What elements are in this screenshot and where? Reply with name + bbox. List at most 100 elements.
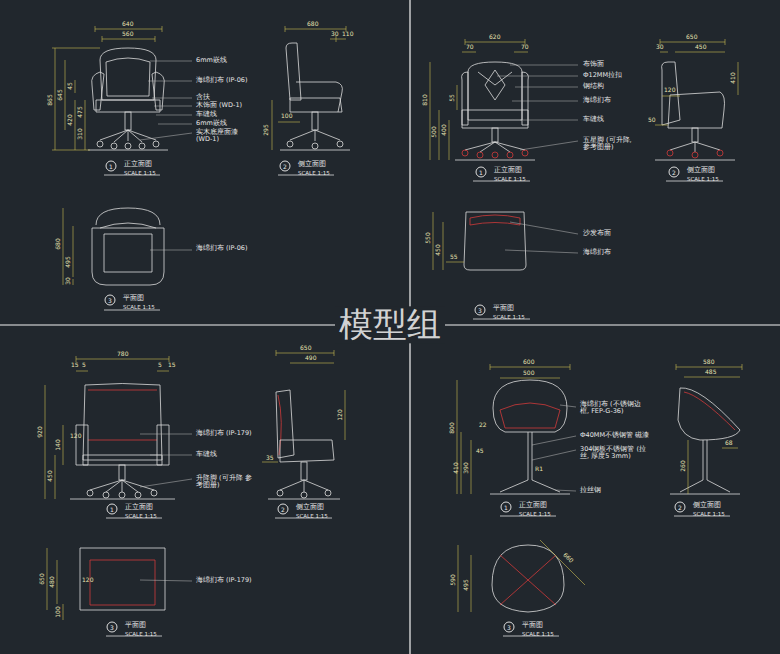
dimension: 70 bbox=[521, 44, 529, 51]
scale-text: SCALE 1:15 bbox=[693, 511, 725, 517]
dimension: 140 bbox=[55, 439, 62, 450]
dimension: 450 bbox=[47, 470, 54, 481]
view-number: 3 bbox=[105, 295, 116, 306]
dimension: 410 bbox=[730, 72, 737, 83]
dimension: 680 bbox=[307, 21, 318, 28]
dimension: 70 bbox=[466, 44, 474, 51]
callout-text: 沙发布面 bbox=[583, 230, 611, 237]
dimension: 100 bbox=[281, 113, 292, 120]
dimension: 5 bbox=[158, 362, 162, 369]
dimension: 550 bbox=[425, 232, 432, 243]
dimension: 100 bbox=[55, 606, 62, 617]
dimension: 650 bbox=[686, 34, 697, 41]
callout-text: 海绵扪布 (IP-06) bbox=[196, 77, 247, 84]
view-title: 侧立面图 bbox=[298, 161, 326, 169]
view-number: 2 bbox=[669, 167, 680, 178]
dimension: R1 bbox=[535, 466, 543, 473]
dimension: 120 bbox=[664, 87, 675, 94]
view-title: 正立面图 bbox=[494, 167, 522, 175]
dimension: 120 bbox=[70, 433, 81, 440]
callout-text: 车缝线 bbox=[583, 116, 604, 123]
dimension: 920 bbox=[37, 426, 44, 437]
callout-text: 海绵扪布 bbox=[583, 97, 611, 104]
scale-text: SCALE 1:15 bbox=[493, 314, 525, 320]
view-title: 平面图 bbox=[522, 622, 543, 630]
dimension: 110 bbox=[342, 31, 353, 38]
dimension: 495 bbox=[65, 256, 72, 267]
dimension: 400 bbox=[441, 124, 448, 135]
view-number: 1 bbox=[106, 161, 117, 172]
view-number: 1 bbox=[476, 167, 487, 178]
dimension: 450 bbox=[435, 244, 442, 255]
callout-text: 实木底座面漆 (WD-1) bbox=[196, 129, 256, 143]
dimension: 485 bbox=[705, 369, 716, 376]
callout-text: Ф40MM不锈钢管 磁漆 bbox=[580, 432, 660, 439]
dimension: 500 bbox=[431, 126, 438, 137]
dimension: 495 bbox=[463, 579, 470, 590]
dimension: 15 bbox=[168, 362, 176, 369]
callout-text: 6mm嵌线 bbox=[196, 120, 227, 127]
view-title: 侧立面图 bbox=[687, 167, 715, 175]
view-number: 1 bbox=[501, 502, 512, 513]
scale-text: SCALE 1:15 bbox=[296, 513, 328, 519]
dimension: 35 bbox=[266, 455, 274, 462]
dimension: 30 bbox=[656, 44, 664, 51]
dimension: 650 bbox=[39, 573, 46, 584]
view-title: 正立面图 bbox=[125, 504, 153, 512]
view-number: 2 bbox=[675, 502, 686, 513]
dimension: 22 bbox=[479, 422, 487, 429]
view-title: 侧立面图 bbox=[693, 502, 721, 510]
scale-text: SCALE 1:15 bbox=[124, 170, 156, 176]
dimension: 660 bbox=[562, 552, 575, 565]
view-title: 正立面图 bbox=[519, 502, 547, 510]
callout-text: 布饰面 bbox=[583, 61, 604, 68]
view-number: 3 bbox=[504, 622, 515, 633]
callout-text: 海绵扪布 (IP-179) bbox=[196, 577, 252, 584]
dimension: 310 bbox=[77, 128, 84, 139]
watermark: 模型组 bbox=[335, 306, 445, 343]
dimension: 620 bbox=[489, 34, 500, 41]
dimension: 55 bbox=[449, 94, 456, 102]
view-number: 3 bbox=[107, 622, 118, 633]
dimension: 390 bbox=[463, 462, 470, 473]
dimension: 15 bbox=[71, 362, 79, 369]
callout-text: 海绵扪布 (IP-06) bbox=[196, 245, 247, 252]
callout-text: 车缝线 bbox=[196, 111, 217, 118]
view-title: 平面图 bbox=[493, 305, 514, 313]
callout-text: Ф12MM拉扣 bbox=[583, 72, 622, 79]
callout-text: 拉丝钢 bbox=[580, 487, 601, 494]
callout-text: 304钢板不锈钢管 (拉丝, 厚度5 3mm) bbox=[580, 446, 650, 460]
dimension: 490 bbox=[305, 355, 316, 362]
dimension: 800 bbox=[449, 422, 456, 433]
dimension: 45 bbox=[476, 448, 484, 455]
dimension: 645 bbox=[57, 89, 64, 100]
dimension: 680 bbox=[55, 238, 62, 249]
callout-text: 海绵扪布 (IP-179) bbox=[196, 430, 252, 437]
dimension: 295 bbox=[263, 124, 270, 135]
callout-text: 含扶 bbox=[196, 94, 210, 101]
dimension: 650 bbox=[300, 345, 311, 352]
view-title: 平面图 bbox=[125, 622, 146, 630]
scale-text: SCALE 1:15 bbox=[125, 631, 157, 637]
dimension: 580 bbox=[703, 359, 714, 366]
dimension: 120 bbox=[82, 577, 93, 584]
view-number: 3 bbox=[475, 305, 486, 316]
scale-text: SCALE 1:15 bbox=[519, 511, 551, 517]
callout-text: 升降脚 (可升降 参考图册) bbox=[196, 475, 256, 489]
dimension: 30 bbox=[331, 31, 339, 38]
view-title: 正立面图 bbox=[124, 161, 152, 169]
dimension: 5 bbox=[82, 362, 86, 369]
dimension: 780 bbox=[117, 351, 128, 358]
dimension: 475 bbox=[77, 106, 84, 117]
callout-text: 木饰面 (WD-1) bbox=[196, 102, 242, 109]
callout-text: 海绵扪布 (不锈钢边框, FEP-G-36) bbox=[580, 401, 646, 415]
dimension: 865 bbox=[47, 94, 54, 105]
scale-text: SCALE 1:15 bbox=[123, 304, 155, 310]
dimension: 55 bbox=[450, 254, 458, 261]
dimension: 500 bbox=[523, 370, 534, 377]
dimension: 560 bbox=[122, 31, 133, 38]
dimension: 600 bbox=[523, 359, 534, 366]
callout-text: 钢结构 bbox=[583, 83, 604, 90]
view-title: 平面图 bbox=[123, 295, 144, 303]
